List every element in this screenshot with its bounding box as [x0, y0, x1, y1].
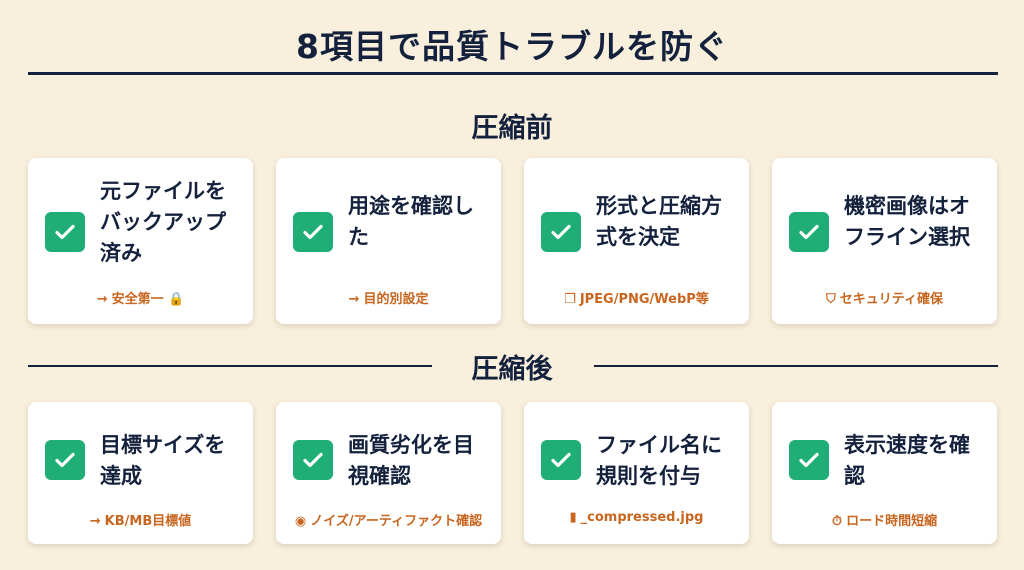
checklist-card: 画質劣化を目視確認 ◉ノイズ/アーティファクト確認 — [276, 402, 501, 544]
section-divider-right — [594, 365, 998, 367]
checkbox[interactable] — [45, 440, 85, 480]
checkmark-icon — [55, 224, 75, 240]
checklist-note: ⏱ロード時間短縮 — [772, 510, 997, 529]
shield-icon: ⛉ — [826, 292, 836, 307]
checklist-item-text: 機密画像はオフライン選択 — [844, 194, 970, 249]
checkmark-icon — [55, 452, 75, 468]
page-title: 8項目で品質トラブルを防ぐ — [296, 27, 728, 66]
eye-icon: ◉ — [294, 514, 307, 529]
checklist-note: ▮_compressed.jpg — [524, 510, 749, 525]
note-text: 目的別設定 — [363, 292, 429, 307]
checklist-item-text: 表示速度を確認 — [844, 433, 970, 488]
title-divider — [28, 72, 998, 75]
checklist-note: →安全第一 🔒 — [28, 288, 253, 307]
files-icon: ❐ — [564, 292, 576, 307]
section-heading-after: 圧縮後 — [471, 354, 553, 385]
checkbox[interactable] — [541, 212, 581, 252]
checkbox[interactable] — [789, 212, 829, 252]
checklist-card: 用途を確認した →目的別設定 — [276, 158, 501, 324]
checkmark-icon — [551, 452, 571, 468]
checklist-item-text: 元ファイルをバックアップ済み — [100, 179, 226, 265]
checkmark-icon — [303, 224, 323, 240]
checklist-card: ファイル名に規則を付与 ▮_compressed.jpg — [524, 402, 749, 544]
checklist-item-text: 形式と圧縮方式を決定 — [596, 194, 722, 249]
note-text: _compressed.jpg — [580, 510, 704, 525]
arrow-right-icon: → — [89, 514, 101, 529]
checklist-card: 形式と圧縮方式を決定 ❐JPEG/PNG/WebP等 — [524, 158, 749, 324]
checkmark-icon — [303, 452, 323, 468]
checklist-item-text: 画質劣化を目視確認 — [348, 433, 474, 488]
note-text: 安全第一 🔒 — [111, 292, 185, 307]
checkmark-icon — [799, 452, 819, 468]
note-text: ノイズ/アーティファクト確認 — [310, 514, 483, 529]
checklist-card: 機密画像はオフライン選択 ⛉セキュリティ確保 — [772, 158, 997, 324]
checklist-note: ◉ノイズ/アーティファクト確認 — [276, 510, 501, 529]
file-icon: ▮ — [569, 510, 577, 525]
checkmark-icon — [799, 224, 819, 240]
stopwatch-icon: ⏱ — [831, 514, 843, 529]
arrow-right-icon: → — [348, 292, 360, 307]
checklist-card: 元ファイルをバックアップ済み →安全第一 🔒 — [28, 158, 253, 324]
checkbox[interactable] — [293, 212, 333, 252]
section-heading-before: 圧縮前 — [471, 113, 553, 144]
checkbox[interactable] — [293, 440, 333, 480]
checklist-item-text: 目標サイズを達成 — [100, 433, 226, 488]
checklist-item-text: ファイル名に規則を付与 — [596, 433, 722, 488]
note-text: JPEG/PNG/WebP等 — [579, 292, 709, 307]
checkbox[interactable] — [541, 440, 581, 480]
checklist-note: ❐JPEG/PNG/WebP等 — [524, 288, 749, 307]
checkbox[interactable] — [789, 440, 829, 480]
checklist-card: 表示速度を確認 ⏱ロード時間短縮 — [772, 402, 997, 544]
checkmark-icon — [551, 224, 571, 240]
checklist-note: →KB/MB目標値 — [28, 510, 253, 529]
checklist-note: →目的別設定 — [276, 288, 501, 307]
note-text: KB/MB目標値 — [104, 514, 192, 529]
checklist-card: 目標サイズを達成 →KB/MB目標値 — [28, 402, 253, 544]
note-text: ロード時間短縮 — [846, 514, 938, 529]
checklist-note: ⛉セキュリティ確保 — [772, 288, 997, 307]
note-text: セキュリティ確保 — [839, 292, 943, 307]
arrow-right-icon: → — [96, 292, 108, 307]
section-divider-left — [28, 365, 432, 367]
checkbox[interactable] — [45, 212, 85, 252]
checklist-item-text: 用途を確認した — [348, 194, 474, 249]
